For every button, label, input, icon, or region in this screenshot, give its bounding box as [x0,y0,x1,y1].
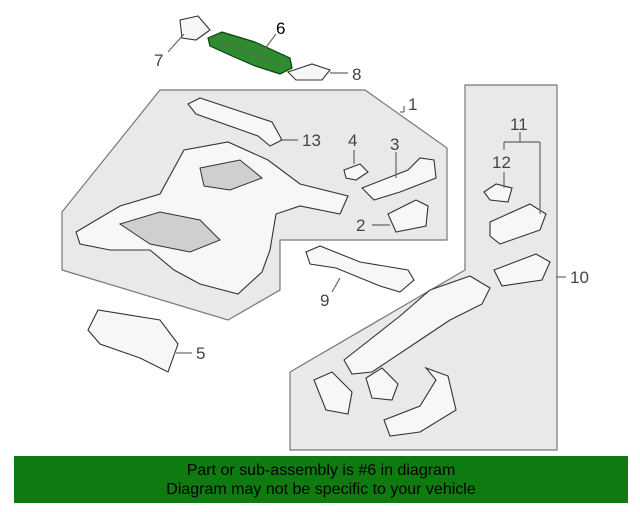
frame-bracket-left [313,371,353,415]
part-5-member [87,309,179,373]
part-13-rail [187,97,283,147]
callout-13: 13 [302,131,321,150]
part-2-bracket [387,199,429,233]
parts-diagram: 6 7 8 1 13 4 3 2 5 9 10 11 12 [61,15,589,451]
callout-12: 12 [492,153,511,172]
callout-5: 5 [196,344,205,363]
callout-4: 4 [348,131,357,150]
part-9-crossmember [305,245,415,293]
frame-bracket-right [383,366,457,437]
frame-bracket-middle [365,367,399,401]
frame-rail [343,275,491,375]
part-11-upper-member [489,203,547,245]
callout-1: 1 [408,95,417,114]
part-4-bracket [343,163,369,181]
callout-11: 11 [510,115,528,134]
info-banner: Part or sub-assembly is #6 in diagram Di… [14,456,628,503]
callout-10: 10 [570,268,589,287]
part-8-bracket [286,63,331,81]
part-11-lower-member [493,253,551,287]
callout-9: 9 [320,291,329,310]
callout-7: 7 [154,51,163,70]
callout-3: 3 [390,135,399,154]
floor-pan [75,141,349,295]
banner-line-1: Part or sub-assembly is #6 in diagram [186,462,456,479]
part-7-bracket [179,15,211,41]
part-3-member [361,157,437,201]
callout-2: 2 [356,216,365,235]
callout-8: 8 [352,65,361,84]
part-12-bracket [483,183,513,203]
callout-6: 6 [276,19,285,38]
banner-line-2: Diagram may not be specific to your vehi… [166,481,476,498]
